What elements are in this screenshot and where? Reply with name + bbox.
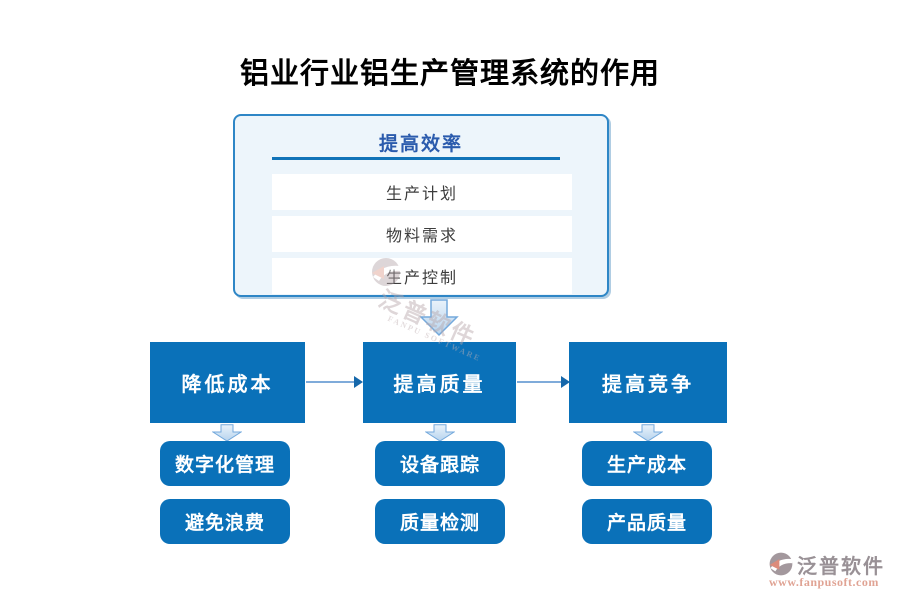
subnode-label: 产品质量 xyxy=(606,513,687,534)
subnode-label: 设备跟踪 xyxy=(399,455,480,476)
subnode-label: 避免浪费 xyxy=(184,513,265,534)
node-label: 降低成本 xyxy=(181,374,274,396)
small-down-arrow-icon xyxy=(425,424,455,442)
page-title: 铝业行业铝生产管理系统的作用 xyxy=(239,58,660,90)
connector-arrowhead-icon xyxy=(561,376,570,388)
panel-row-material-demand: 物料需求 xyxy=(272,216,572,252)
connector-line xyxy=(306,381,355,383)
panel-header: 提高效率 xyxy=(378,134,463,155)
efficiency-panel: 提高效率 生产计划 物料需求 生产控制 xyxy=(233,114,609,297)
panel-underline xyxy=(272,157,560,160)
subnode-label: 数字化管理 xyxy=(174,455,275,476)
node-label: 提高竞争 xyxy=(602,374,694,396)
node-reduce-cost: 降低成本 xyxy=(150,342,305,423)
small-down-arrow-icon xyxy=(212,424,242,442)
subnode-digital-management: 数字化管理 xyxy=(160,441,290,486)
node-improve-competition: 提高竞争 xyxy=(569,342,727,423)
subnode-label: 质量检测 xyxy=(399,513,480,534)
panel-row-label: 生产控制 xyxy=(385,270,458,287)
small-down-arrow-icon xyxy=(633,424,663,442)
subnode-label: 生产成本 xyxy=(606,455,687,476)
node-improve-quality: 提高质量 xyxy=(363,342,516,423)
big-down-arrow-icon xyxy=(419,299,459,337)
subnode-product-quality: 产品质量 xyxy=(582,499,712,544)
connector-line xyxy=(517,381,562,383)
footer-brand-name: 泛普软件 xyxy=(797,556,885,578)
subnode-avoid-waste: 避免浪费 xyxy=(160,499,290,544)
panel-row-label: 生产计划 xyxy=(385,186,458,203)
footer-brand-url: www.fanpusoft.com xyxy=(769,575,879,589)
footer-brand: 泛普软件 www.fanpusoft.com xyxy=(765,548,895,593)
node-label: 提高质量 xyxy=(393,374,486,396)
connector-arrowhead-icon xyxy=(354,376,363,388)
subnode-production-cost: 生产成本 xyxy=(582,441,712,486)
fanpu-logo-icon xyxy=(769,552,793,576)
subnode-equipment-tracking: 设备跟踪 xyxy=(375,441,505,486)
panel-row-production-control: 生产控制 xyxy=(272,258,572,294)
panel-row-label: 物料需求 xyxy=(385,228,458,245)
subnode-quality-inspection: 质量检测 xyxy=(375,499,505,544)
panel-row-production-plan: 生产计划 xyxy=(272,174,572,210)
